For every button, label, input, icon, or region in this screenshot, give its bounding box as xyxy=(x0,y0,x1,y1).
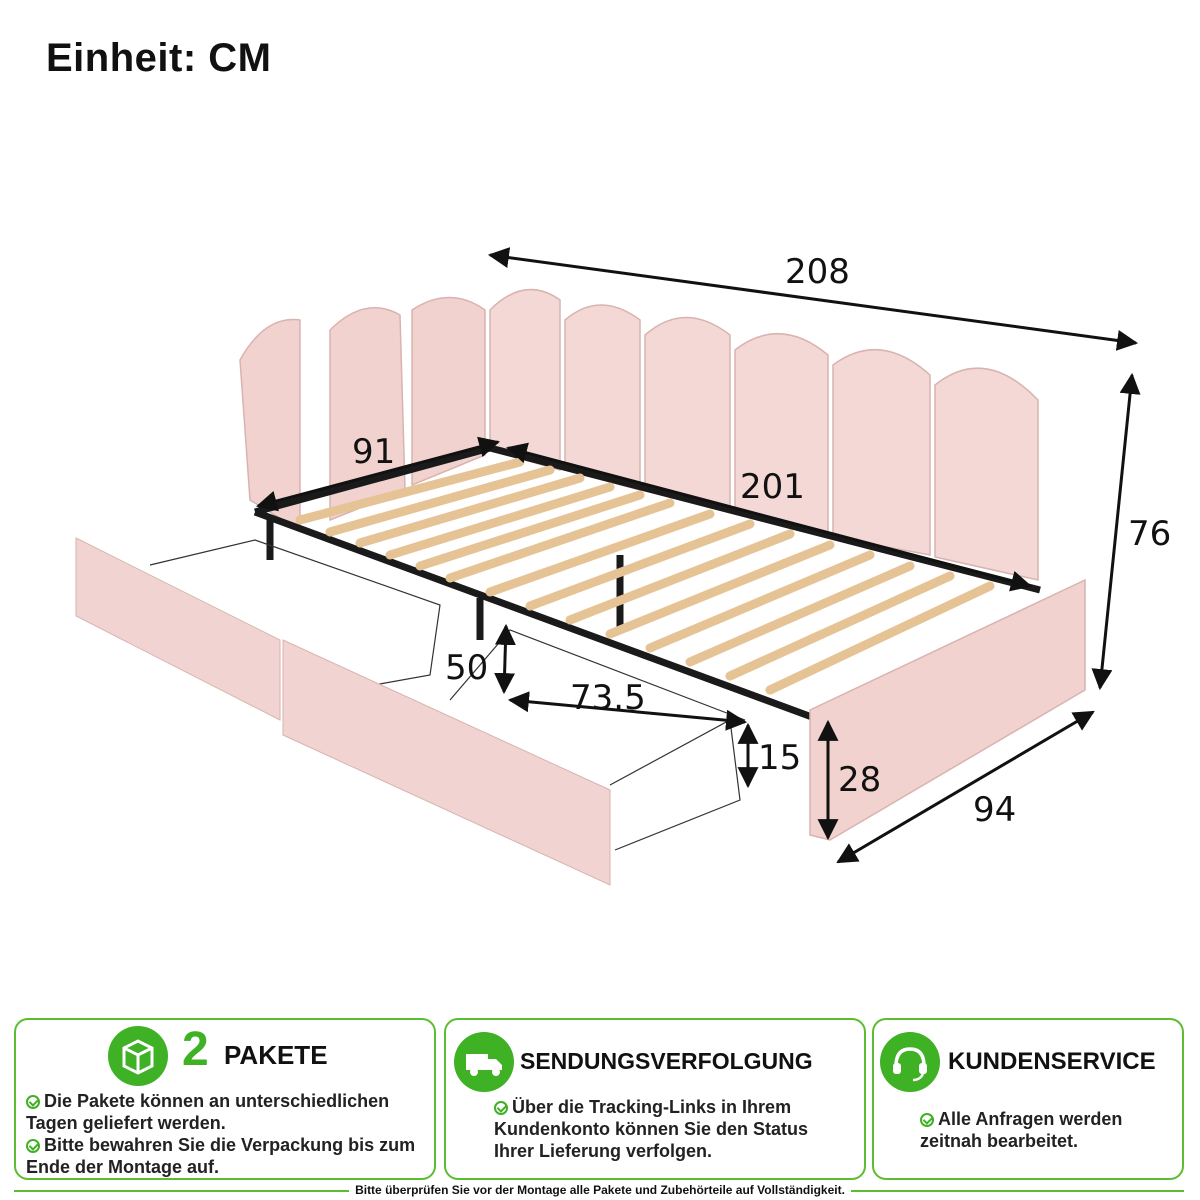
service-text: Alle Anfragen werden zeitnah bearbeitet. xyxy=(920,1109,1123,1151)
packages-title: PAKETE xyxy=(224,1040,328,1070)
packages-text: Die Pakete können an unterschiedlichen T… xyxy=(26,1091,416,1177)
unit-title: Einheit: CM xyxy=(46,36,272,80)
headset-icon xyxy=(880,1032,940,1092)
tracking-title: SENDUNGSVERFOLGUNG xyxy=(520,1048,813,1074)
dimension-total-length: 208 xyxy=(785,252,850,292)
dimension-drawer-length: 73.5 xyxy=(570,678,646,718)
check-icon xyxy=(494,1101,508,1115)
tracking-text: Über die Tracking-Links in Ihrem Kundenk… xyxy=(494,1097,809,1161)
drawer-left xyxy=(75,537,441,721)
dimension-side-height: 28 xyxy=(838,760,882,800)
dimension-depth: 94 xyxy=(973,790,1017,830)
check-icon xyxy=(26,1139,40,1153)
bed-illustration xyxy=(75,247,1141,886)
dimension-height: 76 xyxy=(1128,514,1172,554)
info-card-service: KUNDENSERVICE Alle Anfragen werden zeitn… xyxy=(872,1018,1184,1180)
dimension-drawer-height: 50 xyxy=(445,648,489,688)
info-card-tracking: SENDUNGSVERFOLGUNG Über die Tracking-Lin… xyxy=(444,1018,866,1180)
service-title: KUNDENSERVICE xyxy=(948,1048,1156,1075)
info-card-packages: 2 PAKETE Die Pakete können an unterschie… xyxy=(14,1018,436,1180)
package-icon xyxy=(108,1026,168,1086)
footer-note: Bitte überprüfen Sie vor der Montage all… xyxy=(0,1183,1200,1197)
package-count: 2 xyxy=(182,1023,209,1076)
check-icon xyxy=(26,1095,40,1109)
dimension-mattress-length: 201 xyxy=(740,467,805,507)
dimension-basket-height: 15 xyxy=(758,738,802,778)
dimension-mattress-width: 91 xyxy=(352,432,396,472)
delivery-truck-icon xyxy=(454,1032,514,1092)
check-icon xyxy=(920,1113,934,1127)
dimension-lines xyxy=(255,247,1141,864)
